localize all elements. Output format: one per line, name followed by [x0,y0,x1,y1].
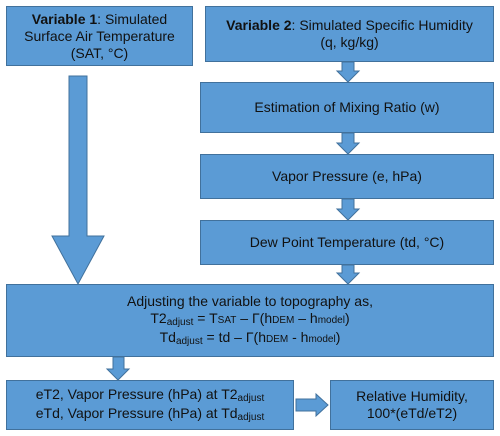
variable-2-box: Variable 2: Simulated Specific Humidity … [205,6,494,62]
dew-point-box: Dew Point Temperature (td, °C) [200,220,494,265]
etd-sub: adjust [237,412,265,423]
eq2-gamma: – Γ(h [230,329,266,345]
eq1-dem: DEM [272,315,295,326]
eq1-t2: T2 [150,310,167,326]
variable-1-label: Variable 1 [31,10,98,27]
eq1-model: model [317,315,345,326]
adjust-equation-1: T2adjust = TSAT – Γ(hDEM – hmodel) [150,310,349,329]
relative-humidity-box: Relative Humidity, 100*(eTd/eT2) [330,380,494,430]
eq1-gamma: – Γ(h [236,310,273,326]
arrow-et-to-rh [295,392,329,418]
arrow-dew-to-adjust [335,264,361,285]
relative-humidity-line1: Relative Humidity, [356,388,468,404]
variable-1-line1: : Simulated [97,10,168,27]
variable-1-line2: Surface Air Temperature [24,27,175,44]
variable-2-line1: : Simulated Specific Humidity [291,17,473,33]
etd-line: eTd, Vapor Pressure (hPa) at Tdadjust [36,405,264,424]
eq2-minus: - h [288,329,309,345]
etd-text: eTd, Vapor Pressure (hPa) at Td [35,405,238,421]
eq2-td: Td [159,329,176,345]
eq1-minus: – h [294,310,318,326]
eq2-adjust-sub: adjust [175,336,203,347]
eq2-dem: DEM [266,334,289,345]
variable-1-box: Variable 1: Simulated Surface Air Temper… [6,6,193,66]
mixing-ratio-box: Estimation of Mixing Ratio (w) [200,82,494,133]
eq2-model: model [308,334,336,345]
adjust-equation-2: Tdadjust = td – Γ(hDEM - hmodel) [160,329,341,348]
eq1-adjust-sub: adjust [166,317,194,328]
arrow-var2-to-mixing [335,61,361,83]
variable-2-label: Variable 2 [226,17,292,33]
arrow-mixing-to-vapor [335,132,361,155]
mixing-ratio-text: Estimation of Mixing Ratio (w) [254,99,440,115]
eq1-close: ) [344,310,350,326]
vapor-pressure-box: Vapor Pressure (e, hPa) [200,154,494,199]
et2-line: eT2, Vapor Pressure (hPa) at T2adjust [36,386,264,405]
vapor-pressure-text: Vapor Pressure (e, hPa) [272,168,422,184]
variable-1-line3: (SAT, °C) [70,44,129,61]
arrow-adjust-to-et [105,356,131,381]
variable-2-line2: (q, kg/kg) [320,34,379,50]
relative-humidity-line2: 100*(eTd/eT2) [366,405,458,421]
eq2-close: ) [335,329,341,345]
eq1-sat: SAT [217,315,237,326]
adjust-title: Adjusting the variable to topography as, [127,293,373,309]
dew-point-text: Dew Point Temperature (td, °C) [249,234,445,250]
adjust-topography-box: Adjusting the variable to topography as,… [6,284,494,357]
eq2-equals: = td [202,329,231,345]
vapor-pressure-adjusted-box: eT2, Vapor Pressure (hPa) at T2adjust eT… [6,380,294,430]
arrow-var1-to-adjust [51,75,105,286]
et2-text: eT2, Vapor Pressure (hPa) at T2 [35,386,238,402]
eq1-equals: = T [193,310,218,326]
arrow-vapor-to-dew [335,198,361,221]
et2-sub: adjust [237,393,265,404]
